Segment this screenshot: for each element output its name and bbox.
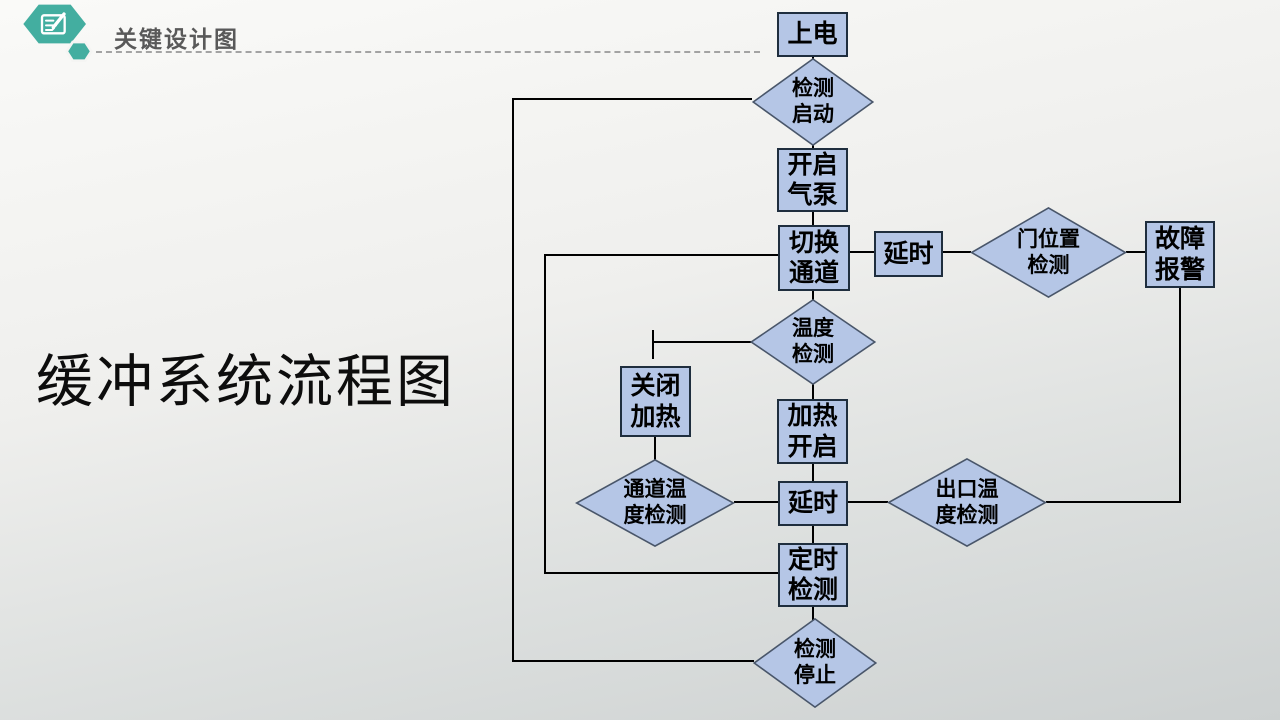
flow-node-switch-channel: 切换 通道	[778, 225, 850, 291]
flow-node-open-air-pump: 开启 气泵	[777, 148, 848, 212]
flow-node-outlet-temp-detect: 出口温 度检测	[887, 458, 1047, 547]
flow-node-timed-detect: 定时 检测	[778, 543, 848, 607]
hexagon-document-pen-icon	[23, 4, 93, 62]
node-label: 检测 停止	[794, 638, 836, 687]
node-label: 上电	[787, 20, 838, 49]
flow-node-temp-detect: 温度 检测	[750, 299, 876, 385]
node-label: 延时	[883, 239, 934, 268]
document-pen-icon	[40, 12, 66, 35]
flow-node-stop-detect: 检测 停止	[753, 618, 877, 708]
flow-node-fault-alarm: 故障 报警	[1145, 221, 1215, 288]
flow-node-close-heating: 关闭 加热	[620, 366, 691, 437]
flow-node-detect-start: 检测 启动	[752, 58, 874, 146]
diamond-shape	[970, 207, 1127, 298]
flow-node-delay-1: 延时	[874, 231, 943, 277]
node-label: 定时 检测	[787, 545, 838, 605]
node-label: 温度 检测	[792, 317, 834, 366]
node-label: 故障 报警	[1154, 225, 1205, 284]
flowchart-caption: 缓冲系统流程图	[36, 351, 456, 414]
node-label: 切换 通道	[788, 228, 839, 288]
flow-node-door-position-detect: 门位置 检测	[970, 207, 1127, 298]
node-label: 加热 开启	[787, 402, 838, 461]
node-label: 通道温 度检测	[623, 478, 687, 527]
flow-node-channel-temp-detect: 通道温 度检测	[575, 459, 735, 547]
diamond-shape	[753, 618, 877, 708]
diamond-shape	[752, 58, 874, 146]
flow-node-power-on: 上电	[777, 12, 848, 57]
flow-node-heating-on: 加热 开启	[777, 399, 848, 464]
flow-node-delay-2: 延时	[778, 481, 848, 526]
node-label: 延时	[787, 489, 838, 518]
node-label: 门位置 检测	[1017, 227, 1080, 277]
node-label: 关闭 加热	[630, 372, 681, 431]
node-label: 检测 启动	[792, 77, 834, 126]
header-divider	[96, 51, 760, 53]
diamond-shape	[887, 458, 1047, 547]
diamond-shape	[750, 299, 876, 385]
node-label: 出口温 度检测	[935, 477, 999, 527]
page-title: 关键设计图	[114, 26, 239, 52]
node-label: 开启 气泵	[787, 150, 838, 210]
diamond-shape	[575, 459, 735, 547]
